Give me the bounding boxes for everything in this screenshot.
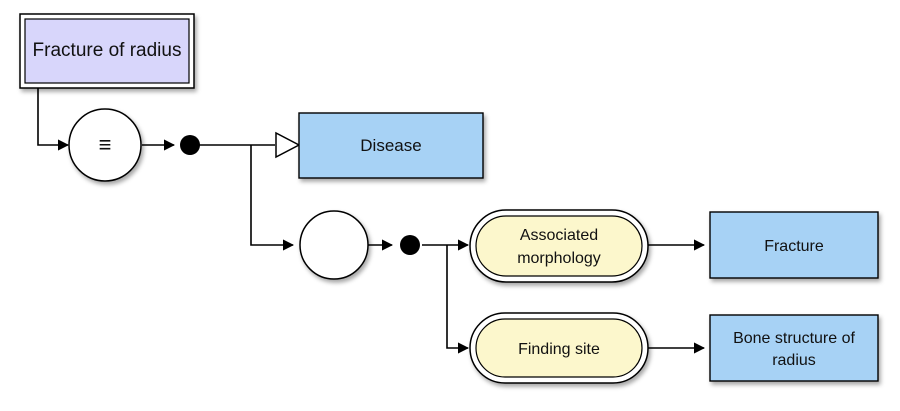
attribute-name-line2: morphology	[517, 250, 601, 267]
group-conjunction-dot	[400, 235, 420, 255]
parent-concept-label: Disease	[360, 136, 421, 155]
parent-concept-box	[298, 112, 484, 179]
value-bone-structure-line2: radius	[772, 352, 816, 369]
value-bone-structure-line1: Bone structure of	[733, 330, 855, 347]
conjunction-dot	[180, 135, 200, 155]
attribute-associated-morphology: Associated morphology	[469, 209, 649, 283]
attribute-finding-site-label: Finding site	[518, 341, 600, 358]
definition-status-node: ≡	[68, 108, 142, 182]
isa-triangle	[275, 131, 301, 159]
attribute-group-circle	[299, 210, 369, 280]
value-fracture-label: Fracture	[764, 238, 824, 255]
attribute-finding-site: Finding site	[469, 312, 649, 384]
equivalence-symbol: ≡	[99, 132, 112, 157]
defined-concept-inner-box	[24, 18, 190, 84]
value-fracture-box	[709, 211, 879, 279]
attribute-name-line1: Associated	[520, 227, 598, 244]
connectors	[37, 88, 706, 354]
defined-concept-label: Fracture of radius	[33, 40, 182, 61]
concept-to-definition-edge	[37, 88, 70, 151]
value-bone-structure-box	[709, 314, 879, 382]
junction-to-group-edge	[250, 145, 295, 251]
junction-to-finding-site-edge	[446, 245, 470, 354]
